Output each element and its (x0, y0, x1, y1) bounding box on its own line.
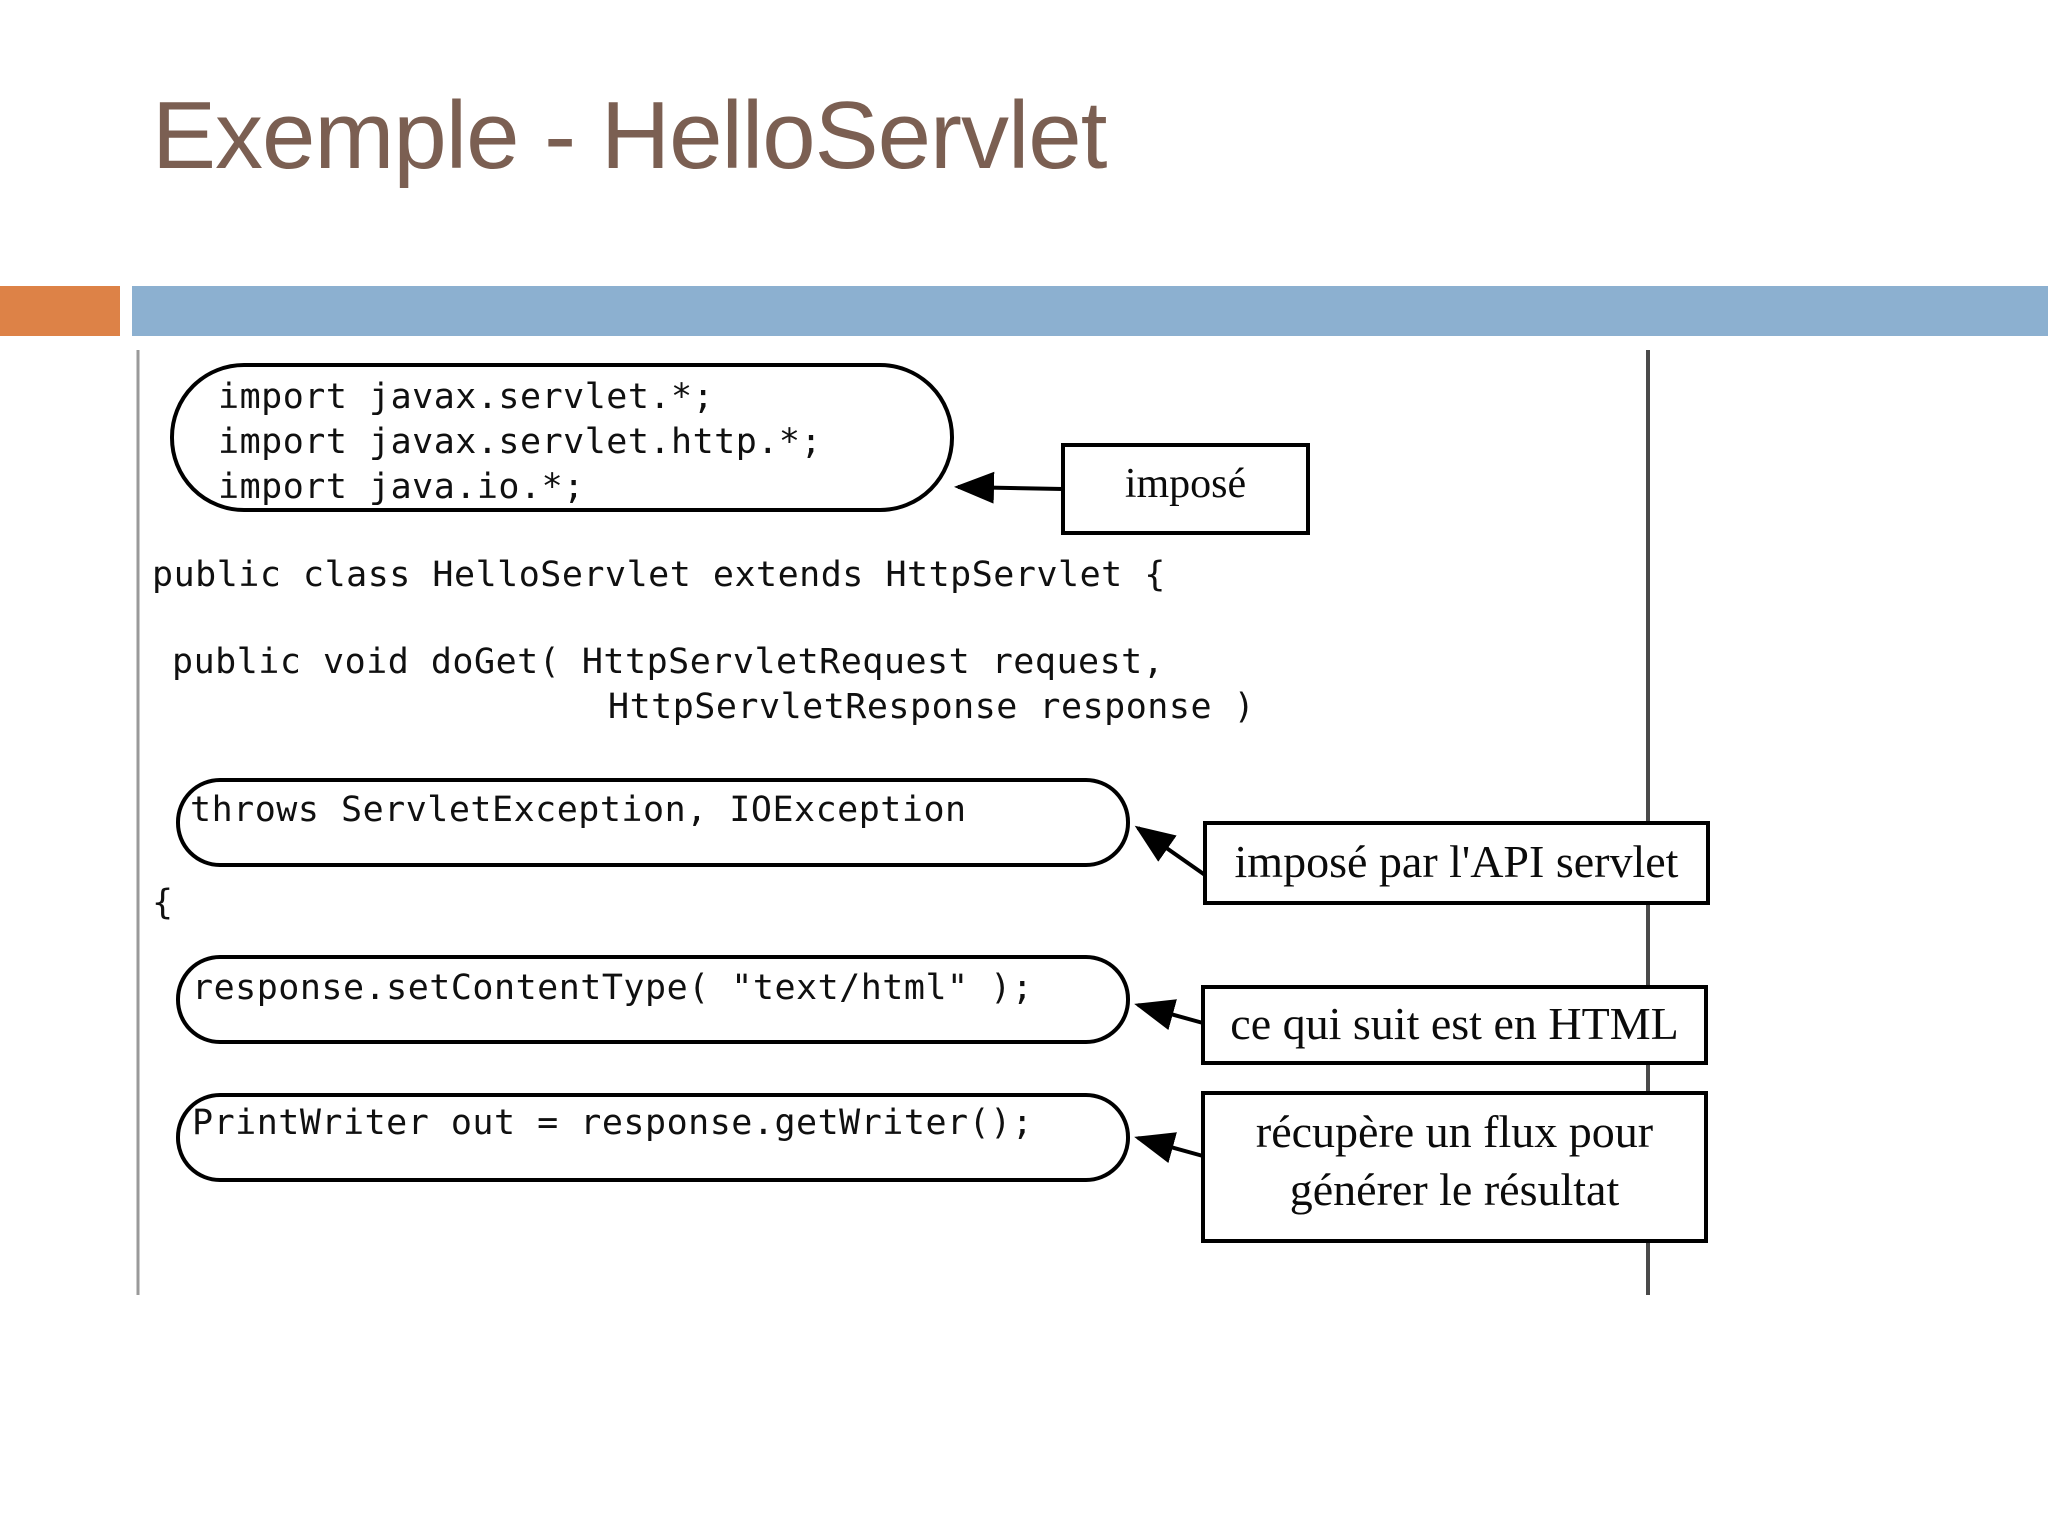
code-line-open-brace: { (152, 883, 174, 923)
highlight-capsule-setcontenttype (176, 955, 1130, 1044)
callout-box-flux (1201, 1091, 1708, 1243)
callout-box-impose (1061, 443, 1310, 535)
callout-label-flux-line2: générer le résultat (1289, 1164, 1620, 1215)
code-line-import-3: import java.io.*; (218, 467, 585, 507)
accent-bar-blue (132, 286, 2048, 336)
arrow-api-servlet (1134, 825, 1207, 877)
arrow-impose (954, 471, 1064, 504)
highlight-capsule-throws (176, 778, 1130, 867)
code-line-import-1: import javax.servlet.*; (218, 377, 715, 417)
callout-label-impose: imposé (1124, 461, 1247, 507)
code-line-doget-1: public void doGet( HttpServletRequest re… (172, 642, 1165, 682)
code-line-set-content-type: response.setContentType( "text/html" ); (192, 968, 1034, 1008)
arrow-html (1134, 999, 1204, 1031)
diagram-vectors (136, 350, 1710, 1295)
code-line-throws: throws ServletException, IOException (190, 790, 967, 830)
callout-box-html (1201, 985, 1708, 1065)
callout-label-html: ce qui suit est en HTML (1230, 998, 1679, 1049)
code-line-print-writer: PrintWriter out = response.getWriter(); (192, 1103, 1034, 1143)
callout-label-api-servlet: imposé par l'API servlet (1234, 836, 1679, 887)
code-line-import-2: import javax.servlet.http.*; (218, 422, 823, 462)
highlight-capsule-imports (170, 363, 954, 512)
accent-bar-orange (0, 286, 120, 336)
callout-label-flux-line1: récupère un flux pour (1255, 1106, 1654, 1157)
arrow-flux (1134, 1132, 1204, 1164)
highlight-capsule-printwriter (176, 1093, 1130, 1182)
page-title: Exemple - HelloServlet (152, 82, 1107, 189)
code-line-doget-2: HttpServletResponse response ) (608, 687, 1256, 727)
callout-box-api-servlet (1203, 821, 1710, 905)
servlet-code-diagram: import javax.servlet.*; import javax.ser… (0, 350, 2048, 1350)
code-line-class-decl: public class HelloServlet extends HttpSe… (152, 555, 1166, 595)
